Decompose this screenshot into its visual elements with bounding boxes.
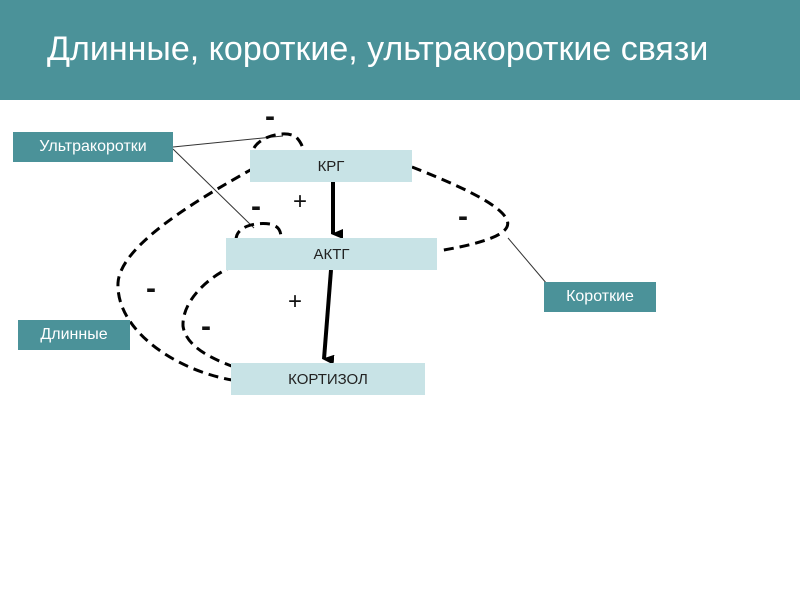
plus-sign-krg-aktg: +: [293, 188, 308, 215]
minus-sign-ultrashort-top: -: [265, 100, 275, 133]
label-short-text: Короткие: [566, 288, 634, 305]
page-title: Длинные, короткие, ультракороткие связи: [47, 30, 709, 68]
node-krg-label: КРГ: [317, 157, 345, 175]
node-cortisol-label: КОРТИЗОЛ: [288, 370, 368, 388]
label-ultrashort-text: Ультракоротки: [39, 138, 147, 155]
minus-sign-long-outer: -: [146, 272, 156, 305]
minus-sign-ultrashort-small: -: [251, 190, 261, 223]
leader-line-short: [507, 237, 548, 285]
node-cortisol: КОРТИЗОЛ: [231, 363, 425, 395]
plus-sign-aktg-cortisol: +: [288, 288, 303, 315]
node-aktg-label: АКТГ: [313, 245, 350, 263]
arrow-aktg-to-cortisol: [322, 269, 335, 365]
long-loop-outer: [116, 166, 255, 382]
node-krg: КРГ: [250, 150, 412, 182]
leader-line-ultrashort-2: [172, 148, 255, 229]
label-long: Длинные: [18, 320, 130, 350]
ultrashort-loop-aktg: [234, 222, 283, 245]
node-aktg: АКТГ: [226, 238, 437, 270]
long-loop-inner: [181, 263, 238, 370]
minus-sign-short: -: [458, 200, 468, 233]
label-ultrashort: Ультракоротки: [13, 132, 173, 162]
label-long-text: Длинные: [40, 326, 108, 343]
short-loop: [411, 165, 510, 253]
leader-line-ultrashort-1: [172, 135, 284, 148]
label-short: Короткие: [544, 282, 656, 312]
minus-sign-long-inner: -: [201, 310, 211, 343]
title-bar: Длинные, короткие, ультракороткие связи: [0, 0, 800, 100]
